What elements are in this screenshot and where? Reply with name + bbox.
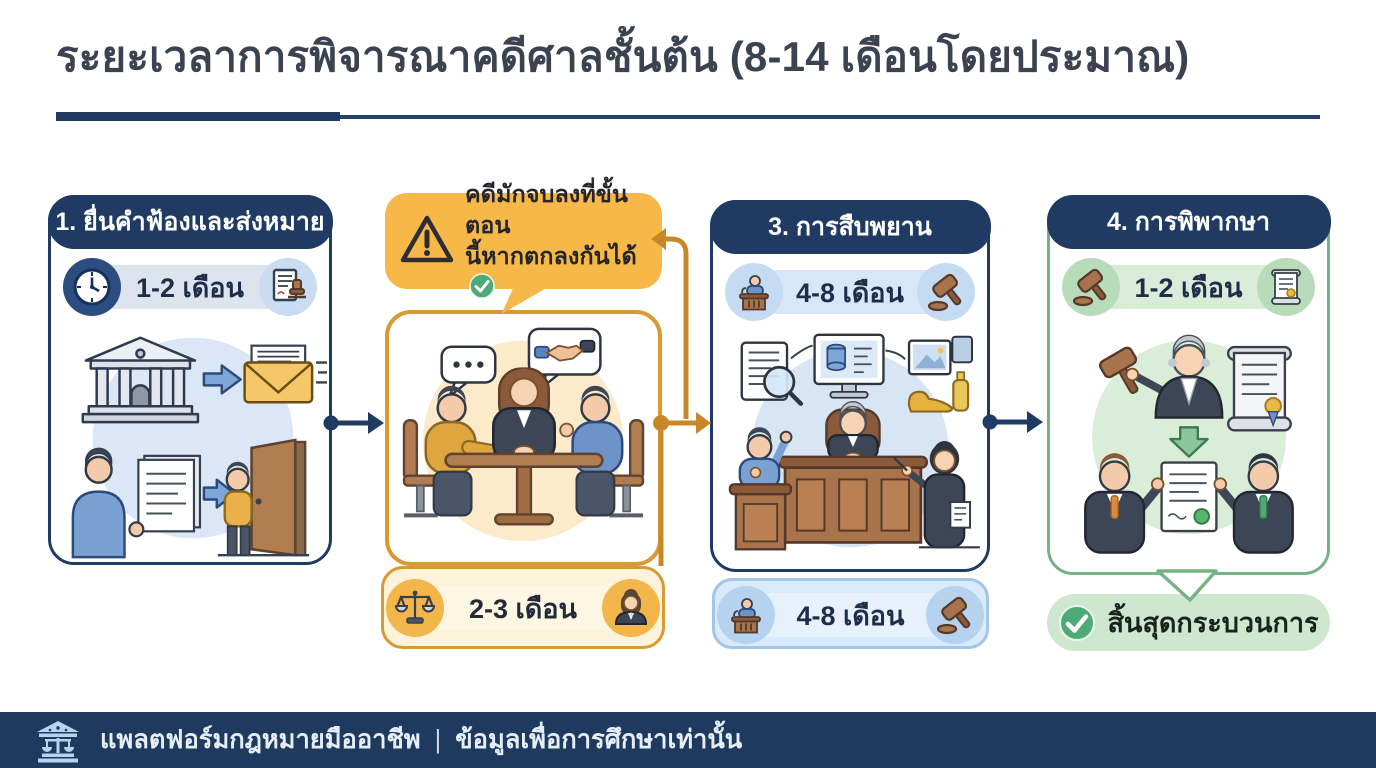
title-underline-thin xyxy=(340,115,1320,119)
step4-duration-row: 1-2 เดือน xyxy=(1060,256,1317,318)
evidence-shoe-icon xyxy=(907,390,954,413)
lawyer-pointing xyxy=(892,441,980,549)
step3-duration-badge-bottom: 4-8 เดือน xyxy=(747,593,954,637)
gavel-icon xyxy=(917,263,975,321)
check-icon xyxy=(1059,604,1096,641)
step2-duration-badge: 2-3 เดือน xyxy=(416,586,630,630)
arrow-step3-to-step4 xyxy=(982,411,1043,433)
step1-panel: 1. ยื่นคำฟ้องและส่งหมาย 1-2 เดือน xyxy=(47,194,333,565)
judge-with-gavel xyxy=(1099,334,1224,419)
step3-duration-row: 4-8 เดือน xyxy=(723,261,977,323)
page-title: ระยะเวลาการพิจารณาคดีศาลชั้นต้น (8-14 เด… xyxy=(56,33,1190,80)
step4-duration-badge: 1-2 เดือน xyxy=(1092,265,1285,309)
judge-at-bench xyxy=(777,401,928,544)
verdict-document xyxy=(1160,461,1218,533)
plaintiff-with-documents xyxy=(71,447,202,559)
step3-header: 3. การสืบพยาน xyxy=(709,199,991,254)
step4-illustration xyxy=(1052,316,1325,570)
footer-separator: | xyxy=(434,725,442,754)
evidence-document-icon xyxy=(740,341,804,406)
arrow-step1-to-step2 xyxy=(323,412,384,434)
step3-duration-badge: 4-8 เดือน xyxy=(755,270,945,314)
step2-panel xyxy=(385,310,662,566)
step4-header: 4. การพิพากษา xyxy=(1046,194,1331,249)
chair-icon xyxy=(402,418,441,518)
mail-envelope-icon xyxy=(243,344,327,404)
mediator-center xyxy=(492,367,556,464)
mediation-table xyxy=(444,452,604,526)
process-end-badge: สิ้นสุดกระบวนการ xyxy=(1047,594,1330,651)
title-underline-thick xyxy=(56,112,340,121)
arrow-step2-to-step3 xyxy=(658,236,696,566)
gavel-icon xyxy=(926,586,984,644)
party-left xyxy=(1084,453,1165,554)
warning-icon xyxy=(399,213,455,270)
step3-illustration xyxy=(715,321,985,567)
step1-duration-badge: 1-2 เดือน xyxy=(93,265,287,309)
scales-icon xyxy=(386,579,444,637)
evidence-photos-icon xyxy=(907,335,973,413)
evidence-monitor-icon xyxy=(813,333,885,399)
witness-stand-icon xyxy=(725,263,783,321)
mediator-icon xyxy=(602,579,660,637)
courthouse-scales-icon xyxy=(37,721,79,763)
clock-icon xyxy=(63,258,121,316)
footer-bar: แพลตฟอร์มกฎหมายมืออาชีพ | ข้อมูลเพื่อการ… xyxy=(0,712,1376,768)
gavel-icon xyxy=(1062,258,1120,316)
witness-at-stand xyxy=(728,427,793,551)
judgment-scroll-icon xyxy=(1257,258,1315,316)
process-end-label: สิ้นสุดกระบวนการ xyxy=(1107,608,1319,638)
step2-illustration xyxy=(402,327,645,542)
arrow-down-icon xyxy=(1169,426,1209,458)
step1-illustration xyxy=(53,316,327,560)
service-at-door xyxy=(217,438,310,557)
footer-note: ข้อมูลเพื่อการศึกษาเท่านั้น xyxy=(455,726,743,754)
step2-callout: คดีมักจบลงที่ขั้นตอน นี้หากตกลงกันได้ xyxy=(385,181,662,299)
footer-brand: แพลตฟอร์มกฎหมายมืออาชีพ xyxy=(100,726,421,754)
courthouse-icon xyxy=(81,336,200,424)
step1-duration-row: 1-2 เดือน xyxy=(61,256,319,318)
step3-duration-box-bottom: 4-8 เดือน xyxy=(712,578,989,649)
step2-duration-box: 2-3 เดือน xyxy=(381,566,665,649)
arrow-right-icon xyxy=(202,364,242,395)
witness-stand-icon xyxy=(717,586,775,644)
party-right xyxy=(559,385,624,517)
arrowhead-right xyxy=(696,412,711,434)
party-right xyxy=(1213,453,1294,554)
step3-panel: 3. การสืบพยาน 4-8 เดือน xyxy=(709,199,991,572)
check-icon xyxy=(469,273,495,299)
stamped-document-icon xyxy=(259,258,317,316)
step4-panel: 4. การพิพากษา 1-2 เดือน xyxy=(1046,194,1331,575)
step1-header: 1. ยื่นคำฟ้องและส่งหมาย xyxy=(47,194,333,249)
judgment-scroll xyxy=(1226,345,1292,432)
step2-callout-text: คดีมักจบลงที่ขั้นตอน นี้หากตกลงกันได้ xyxy=(465,179,650,303)
